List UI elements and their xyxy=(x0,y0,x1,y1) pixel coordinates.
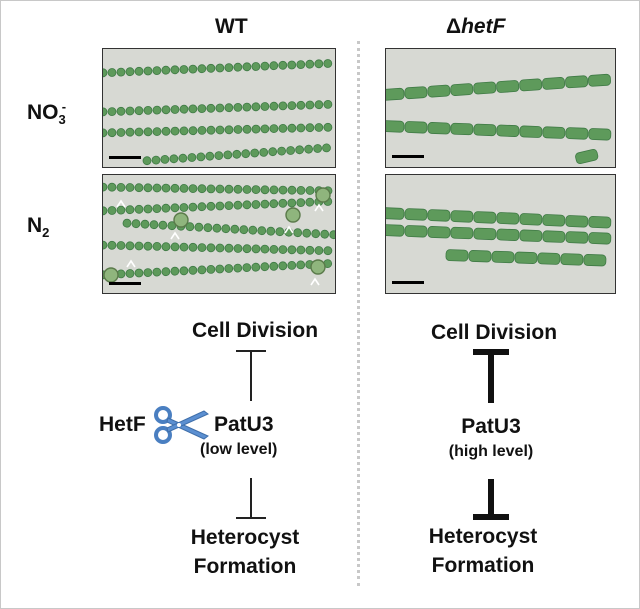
mutant-patu3-level: (high level) xyxy=(448,443,534,460)
heterocyst xyxy=(173,212,189,228)
filament xyxy=(103,259,333,280)
filament xyxy=(386,207,612,229)
header-mutant-prefix: Δ xyxy=(446,15,462,38)
filament xyxy=(103,100,333,117)
filament xyxy=(103,122,333,138)
filament xyxy=(386,224,612,245)
wt-patu3: PatU3 xyxy=(214,413,274,436)
scale-bar xyxy=(392,281,424,284)
scissors-icon xyxy=(154,406,209,444)
header-mutant-gene: hetF xyxy=(461,15,506,38)
filament xyxy=(445,249,607,267)
mutant-cell-division: Cell Division xyxy=(430,321,558,344)
wt-heterocyst-line2: Formation xyxy=(193,555,297,578)
filament xyxy=(386,120,612,141)
scale-bar xyxy=(392,155,424,158)
filament xyxy=(103,182,333,196)
filament xyxy=(122,218,335,240)
row-label-nitrate: NO3- xyxy=(27,99,67,128)
header-mutant: ΔhetF xyxy=(446,15,505,39)
wt-cell-division: Cell Division xyxy=(191,319,319,342)
heterocyst xyxy=(315,187,331,203)
mutant-patu3: PatU3 xyxy=(461,415,521,438)
column-divider xyxy=(357,41,360,586)
heterocyst-arrowhead xyxy=(116,199,126,208)
heterocyst-arrowhead xyxy=(310,277,320,286)
heterocyst xyxy=(285,207,301,223)
wt-inhibition-arrows xyxy=(236,350,266,519)
wt-heterocyst-line1: Heterocyst xyxy=(190,526,300,549)
micrograph-mutant-dinitrogen xyxy=(385,174,616,294)
filament xyxy=(103,197,333,216)
heterocyst-arrowhead xyxy=(314,203,324,212)
mutant-heterocyst-line2: Formation xyxy=(431,554,535,577)
filament xyxy=(386,73,611,101)
micrograph-wt-dinitrogen xyxy=(102,174,336,294)
filament xyxy=(142,143,331,166)
micrograph-mutant-nitrate xyxy=(385,48,616,168)
heterocyst xyxy=(310,259,326,275)
wt-patu3-level: (low level) xyxy=(200,441,278,458)
mutant-inhibition-arrows xyxy=(473,349,509,520)
header-wt: WT xyxy=(215,15,248,38)
wt-actor-hetf: HetF xyxy=(99,413,146,436)
heterocyst-arrowhead xyxy=(284,225,294,234)
micrograph-wt-nitrate xyxy=(102,48,336,168)
filament xyxy=(575,148,599,165)
heterocyst-arrowhead xyxy=(126,259,136,268)
scale-bar xyxy=(109,282,141,285)
filament xyxy=(103,59,333,78)
scale-bar xyxy=(109,156,141,159)
row-label-dinitrogen: N2 xyxy=(27,214,50,241)
filament xyxy=(103,240,333,256)
heterocyst xyxy=(103,267,119,283)
mutant-heterocyst-line1: Heterocyst xyxy=(428,525,538,548)
heterocyst-arrowhead xyxy=(170,231,180,240)
